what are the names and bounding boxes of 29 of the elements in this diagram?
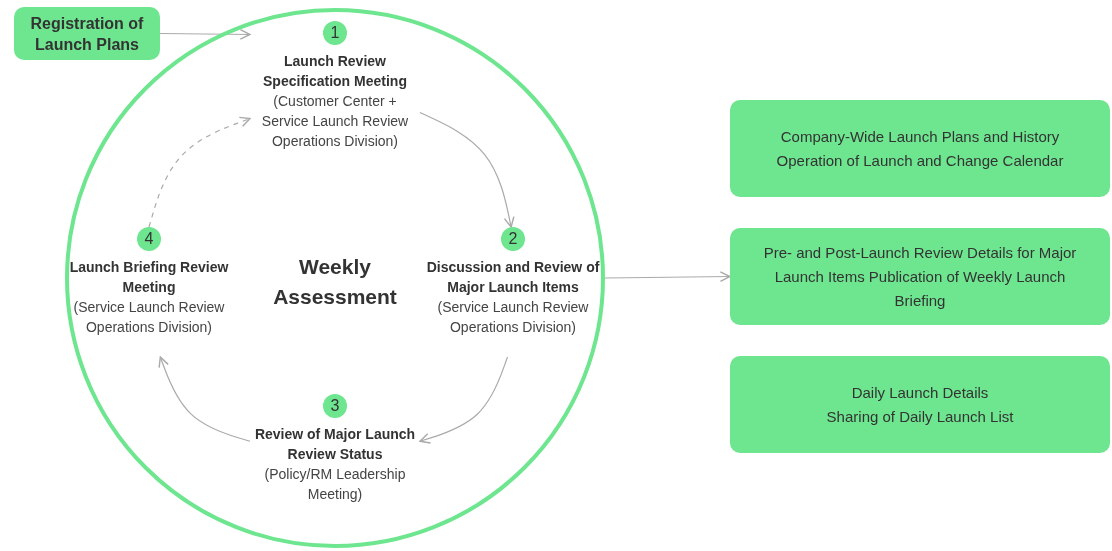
step-title: Review of Major Launch Review Status	[253, 425, 417, 464]
step-description: (Policy/RM Leadership Meeting)	[263, 465, 407, 504]
arrow	[158, 356, 251, 442]
box-text: Operation of Launch and Change Calendar	[776, 150, 1064, 171]
box-text: Pre- and Post-Launch Review Details for Major Launch Items Publication of Weekly Launch Briefing	[762, 242, 1078, 311]
step-number-badge: 1	[323, 21, 347, 45]
arrow	[419, 356, 509, 444]
step-number-badge: 3	[323, 394, 347, 418]
step-title: Discussion and Review of Major Launch Items	[425, 258, 601, 297]
step-number-badge: 2	[501, 227, 525, 251]
arrow	[148, 116, 251, 228]
info-box	[730, 228, 1110, 325]
box-text: Registration of Launch Plans	[29, 13, 145, 55]
arrow	[604, 271, 731, 283]
center-title: Weekly Assessment	[272, 254, 398, 310]
arrow	[419, 111, 515, 228]
step-description: (Service Launch Review Operations Division)	[436, 298, 590, 337]
box-text: Daily Launch Details	[851, 382, 989, 403]
step-title: Launch Briefing Review Meeting	[68, 258, 230, 297]
box-text: Company-Wide Launch Plans and History	[780, 126, 1060, 147]
arrow	[159, 28, 251, 40]
step-number-badge: 4	[137, 227, 161, 251]
info-box	[730, 356, 1110, 453]
box-text: Sharing of Daily Launch List	[826, 406, 1014, 427]
process-box	[14, 7, 160, 60]
step-title: Launch Review Specification Meeting	[262, 52, 408, 91]
info-box	[730, 100, 1110, 197]
step-description: (Customer Center + Service Launch Review Operations Division)	[260, 92, 410, 151]
step-description: (Service Launch Review Operations Division)	[72, 298, 226, 337]
